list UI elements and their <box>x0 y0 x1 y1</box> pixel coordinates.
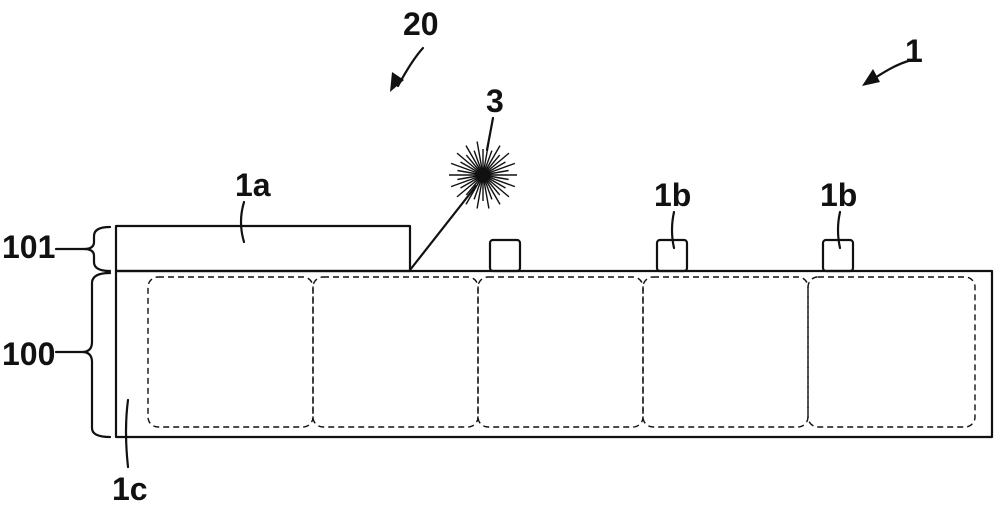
spark-leader-line <box>408 184 478 272</box>
cell-2 <box>312 276 479 428</box>
cell-5 <box>807 276 976 428</box>
cell-4 <box>642 276 809 428</box>
label-1c: 1c <box>112 471 148 507</box>
arrow-1-icon <box>862 58 914 86</box>
leader-1a <box>239 200 246 244</box>
terminal-tab-1 <box>488 238 522 273</box>
leader-1b-first <box>670 210 676 250</box>
label-1: 1 <box>905 33 923 69</box>
spark-starburst-icon <box>449 141 517 209</box>
label-1b-second: 1b <box>820 177 857 213</box>
leader-1b-second <box>836 210 842 250</box>
component-1a-block <box>114 224 412 273</box>
arrow-20-icon <box>390 46 425 92</box>
terminal-tab-2 <box>655 238 689 273</box>
label-101: 101 <box>2 229 55 265</box>
cell-3 <box>477 276 644 428</box>
label-1a: 1a <box>235 167 271 203</box>
leader-1c <box>124 398 130 469</box>
housing-body <box>114 269 994 439</box>
cell-1 <box>147 276 314 428</box>
label-20: 20 <box>403 6 439 42</box>
brace-101 <box>82 225 112 273</box>
terminal-tab-3 <box>821 238 855 273</box>
label-100: 100 <box>2 336 55 372</box>
label-3: 3 <box>486 83 504 119</box>
label-1b-first: 1b <box>654 177 691 213</box>
brace-100 <box>80 271 112 439</box>
